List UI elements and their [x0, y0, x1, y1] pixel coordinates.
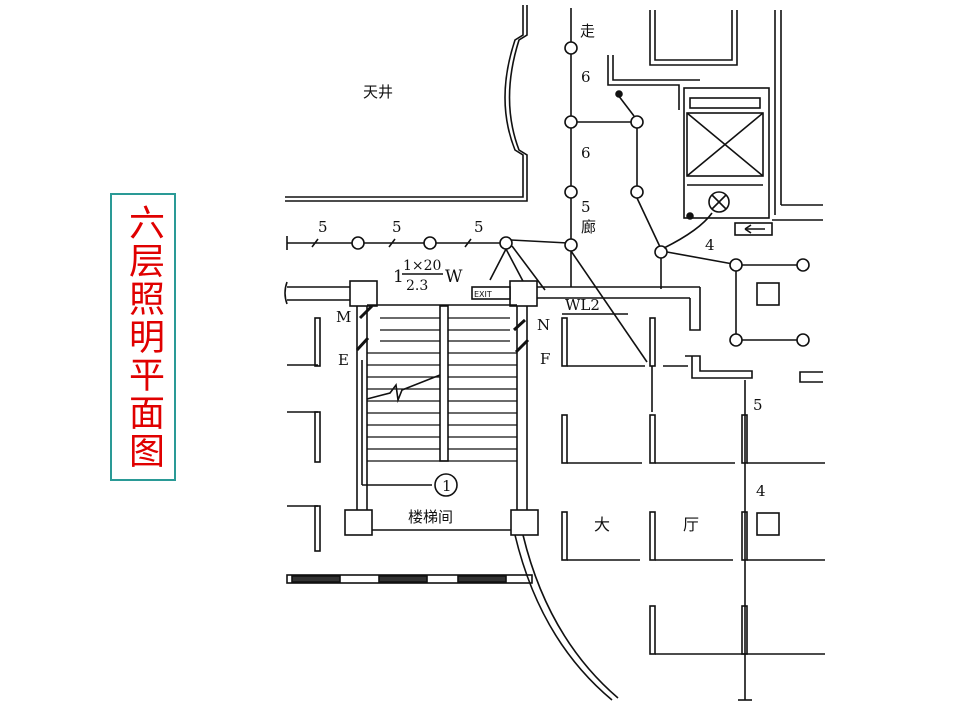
courtyard-wall — [285, 5, 528, 202]
fixture-annotation: 1 1×20 2.3 W — [393, 258, 463, 294]
lamp-icon — [351, 236, 365, 250]
svg-text:5: 5 — [581, 198, 591, 216]
room-label-courtyard: 天井 — [363, 83, 393, 101]
stairwell: 1 — [344, 304, 539, 536]
elevator-shaft — [607, 10, 823, 236]
svg-text:廊: 廊 — [581, 218, 596, 236]
svg-text:5: 5 — [474, 218, 484, 236]
title-box: 六层照明平面图 — [110, 193, 176, 481]
switches — [355, 304, 530, 354]
lamp-icon — [499, 236, 513, 250]
corridor-circuit — [564, 8, 810, 363]
room-label-stairwell: 楼梯间 — [408, 508, 453, 526]
hall-walls — [561, 282, 825, 701]
svg-text:6: 6 — [581, 68, 591, 86]
exit-sign: EXIT — [474, 290, 492, 299]
svg-text:WL2: WL2 — [565, 296, 600, 314]
svg-text:E: E — [338, 351, 349, 369]
svg-text:N: N — [537, 316, 550, 334]
svg-text:2.3: 2.3 — [406, 278, 428, 294]
lamp-icon — [423, 236, 437, 250]
svg-text:4: 4 — [756, 482, 766, 500]
svg-text:厅: 厅 — [683, 515, 699, 534]
lighting-circuit-top-row — [286, 236, 569, 291]
wall-segments: EXIT — [284, 280, 701, 331]
curved-wall — [514, 534, 613, 701]
left-wall-stubs — [287, 317, 321, 552]
slide-title: 六层照明平面图 — [123, 204, 164, 470]
svg-text:F: F — [540, 350, 550, 368]
svg-text:6: 6 — [581, 144, 591, 162]
svg-text:5: 5 — [392, 218, 402, 236]
svg-text:4: 4 — [705, 236, 715, 254]
svg-text:W: W — [445, 267, 463, 287]
svg-text:1×20: 1×20 — [403, 258, 441, 274]
svg-text:大: 大 — [594, 515, 610, 534]
svg-text:1: 1 — [442, 477, 452, 495]
svg-text:M: M — [336, 308, 351, 326]
svg-text:走: 走 — [580, 22, 595, 40]
window-wall — [286, 574, 533, 584]
svg-text:5: 5 — [753, 396, 763, 414]
svg-text:5: 5 — [318, 218, 328, 236]
svg-text:1: 1 — [393, 267, 404, 287]
